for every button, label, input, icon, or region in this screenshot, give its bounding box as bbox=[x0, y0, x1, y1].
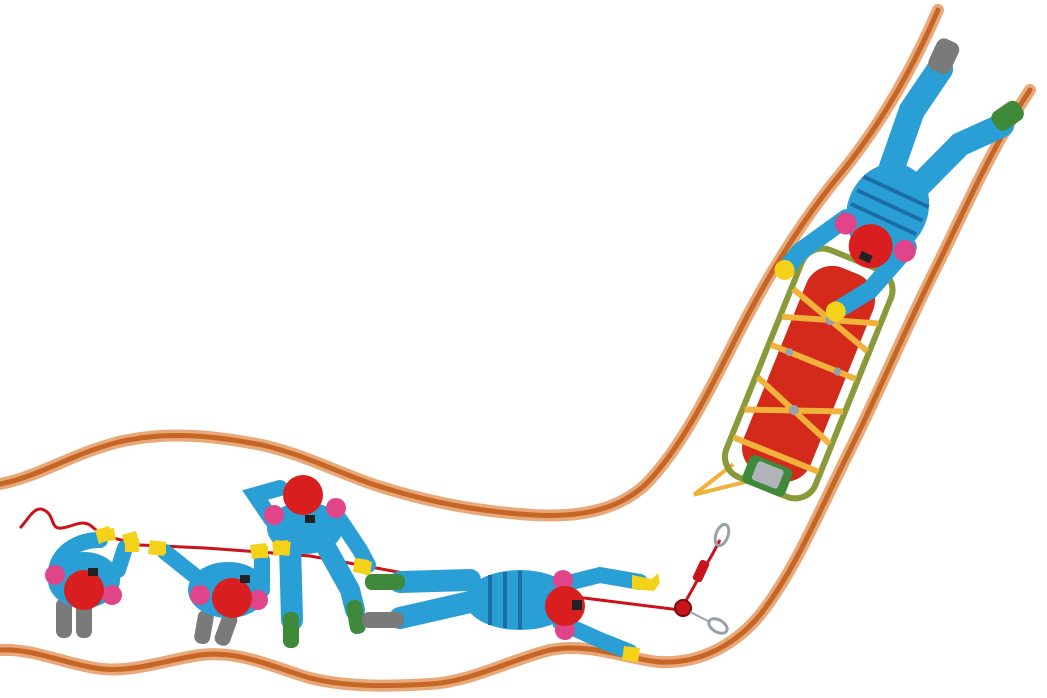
helmet-icon bbox=[283, 475, 323, 515]
rescuer-4 bbox=[362, 570, 660, 662]
stretcher-carabiner-icon bbox=[713, 523, 732, 548]
rescuer-3 bbox=[255, 475, 372, 648]
glove-icon bbox=[622, 646, 640, 662]
boot-icon bbox=[362, 612, 404, 628]
carabiner-icon bbox=[706, 616, 729, 636]
boot-icon bbox=[365, 574, 405, 590]
pulley-icon bbox=[675, 600, 691, 616]
rope-tail bbox=[20, 509, 102, 535]
boot-icon bbox=[283, 612, 299, 648]
pulley-system bbox=[675, 523, 731, 637]
rescuer-2 bbox=[148, 540, 268, 648]
rope-grab-icon bbox=[692, 559, 710, 583]
helmet-icon bbox=[212, 578, 252, 618]
